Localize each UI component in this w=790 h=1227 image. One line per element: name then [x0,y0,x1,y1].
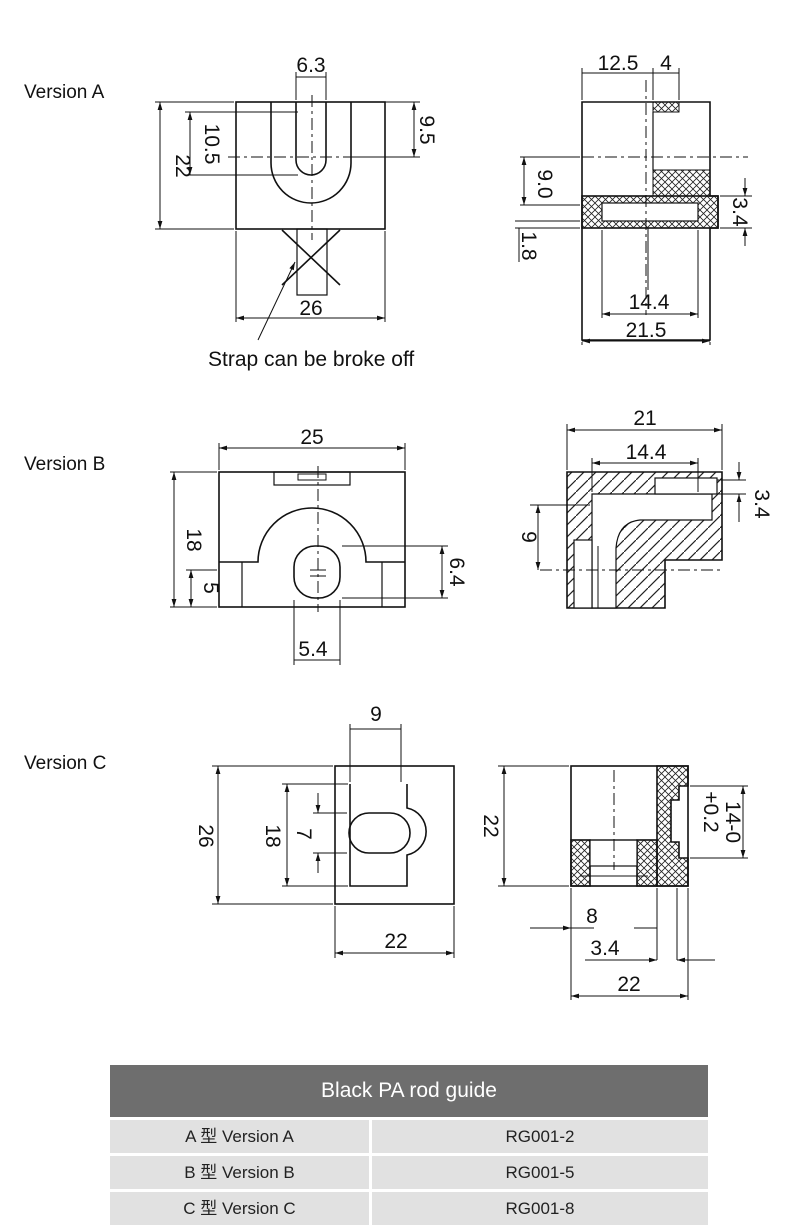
dim-a-slot-center: 9.5 [415,115,438,144]
version-c-side-view [570,765,689,887]
dim-c-tol-a: +0.2 [699,791,722,832]
version-c-front-dim-text: 9 26 18 7 22 [194,703,408,953]
table-cell-type: A 型 Version A [110,1120,369,1153]
dim-a-width: 26 [299,297,322,320]
table-cell-code: RG001-2 [372,1120,708,1153]
dim-b-width: 25 [300,426,323,449]
table-cell-type: B 型 Version B [110,1156,369,1189]
table-row: B 型 Version B RG001-5 [110,1156,708,1189]
version-a-label: Version A [24,82,105,103]
version-a-front-view [228,95,395,296]
dim-a-top-a: 12.5 [598,52,639,75]
dim-a-inner-w: 14.4 [629,291,670,314]
product-table: Black PA rod guide A 型 Version A RG001-2… [110,1065,708,1225]
dim-c-width: 22 [384,930,407,953]
dim-c-side-height: 22 [479,814,502,837]
version-a-side-view [581,80,748,341]
version-c-front-dims [212,724,455,958]
version-b-side-dims [530,424,746,570]
version-b-front-dim-text: 25 18 5 6.4 5.4 [182,426,468,661]
version-a-front-dim-text: 6.3 22 10.5 9.5 26 Strap can be broke of… [171,54,438,371]
dim-c-bore: 8 [586,905,598,928]
version-a-side-dims [515,68,752,345]
dim-b-total-w: 21 [633,407,656,430]
dim-b-hole-w: 5.4 [298,638,328,661]
dim-b-right-h: 3.4 [750,489,773,519]
version-b-side-dim-text: 21 14.4 3.4 9 [517,407,773,543]
dim-b-height: 18 [182,528,205,551]
dim-a-right-h: 3.4 [728,197,751,227]
dim-b-inner-w: 14.4 [626,441,667,464]
dim-b-hole-h: 6.4 [445,557,468,587]
version-b-front-dims [170,443,448,665]
dim-a-height: 22 [171,154,194,177]
dim-c-hole-h: 7 [292,828,315,840]
dim-c-slot-w: 9 [370,703,382,726]
dim-a-top-b: 4 [660,52,672,75]
version-c-front-view [334,765,455,905]
version-c-label: Version C [24,753,107,774]
version-b-front-view [218,466,406,612]
table-cell-code: RG001-5 [372,1156,708,1189]
dim-c-side-width: 22 [617,973,640,996]
table-cell-type: C 型 Version C [110,1192,369,1225]
version-b-side-view [540,471,723,609]
dim-c-height: 26 [194,824,217,847]
version-c-side-dim-text: 22 +0.2 14-0 8 3.4 22 [479,791,744,996]
dim-c-wall: 3.4 [590,937,620,960]
version-a-side-dim-text: 12.5 4 9.0 1.8 3.4 14.4 21.5 [517,52,751,342]
table-cell-code: RG001-8 [372,1192,708,1225]
dim-c-tol-b: 14-0 [721,801,744,843]
strap-note: Strap can be broke off [208,348,414,371]
table-title: Black PA rod guide [110,1065,708,1117]
dim-a-left-l: 1.8 [517,231,540,260]
dim-a-slot-depth: 10.5 [200,124,223,165]
table-row: C 型 Version C RG001-8 [110,1192,708,1225]
dim-a-total-w: 21.5 [626,319,667,342]
dim-c-inner-h: 18 [261,824,284,847]
dim-a-left-h: 9.0 [533,169,556,198]
dim-a-slot-width: 6.3 [296,54,325,77]
version-b-label: Version B [24,454,106,475]
dim-b-left-h: 9 [517,531,540,543]
version-a-front-dims [155,72,420,341]
dim-b-bottom-h: 5 [199,582,222,594]
table-row: A 型 Version A RG001-2 [110,1120,708,1153]
version-c-side-dims [498,765,748,1000]
